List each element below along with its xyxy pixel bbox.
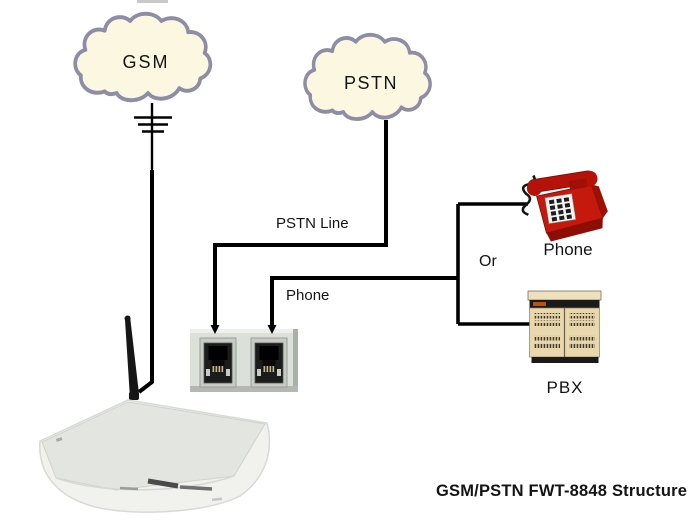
arrowhead-left-icon xyxy=(210,325,220,334)
pbx-cabinet-icon xyxy=(527,290,602,363)
rj11-jack-left-icon xyxy=(199,337,237,388)
phone-wire xyxy=(270,276,458,326)
pbx-device-label: PBX xyxy=(546,378,584,397)
diagram-title: GSM/PSTN FWT-8848 Structure xyxy=(436,482,688,500)
wall-plate-icon xyxy=(190,325,298,392)
arrowhead-right-icon xyxy=(267,325,277,334)
pstn-line-wire-label: PSTN Line xyxy=(276,215,349,232)
ground-tick-symbol-icon xyxy=(134,116,172,133)
red-phone-icon xyxy=(521,170,608,242)
fwt-device-icon xyxy=(39,315,271,513)
phone-wire-label: Phone xyxy=(286,287,330,304)
pstn-cloud-label: PSTN xyxy=(343,73,398,93)
pstn-line-wire xyxy=(213,120,388,326)
pbx-slot-rows xyxy=(534,313,595,348)
gsm-cloud-label: GSM xyxy=(122,52,170,72)
wires xyxy=(134,103,533,394)
gsm-wire-lower xyxy=(137,170,154,394)
scan-artifact xyxy=(137,0,168,3)
rj11-jack-right-icon xyxy=(250,337,288,388)
or-label: Or xyxy=(479,253,497,270)
phone-device-label: Phone xyxy=(543,240,593,259)
antenna-icon xyxy=(124,315,139,400)
